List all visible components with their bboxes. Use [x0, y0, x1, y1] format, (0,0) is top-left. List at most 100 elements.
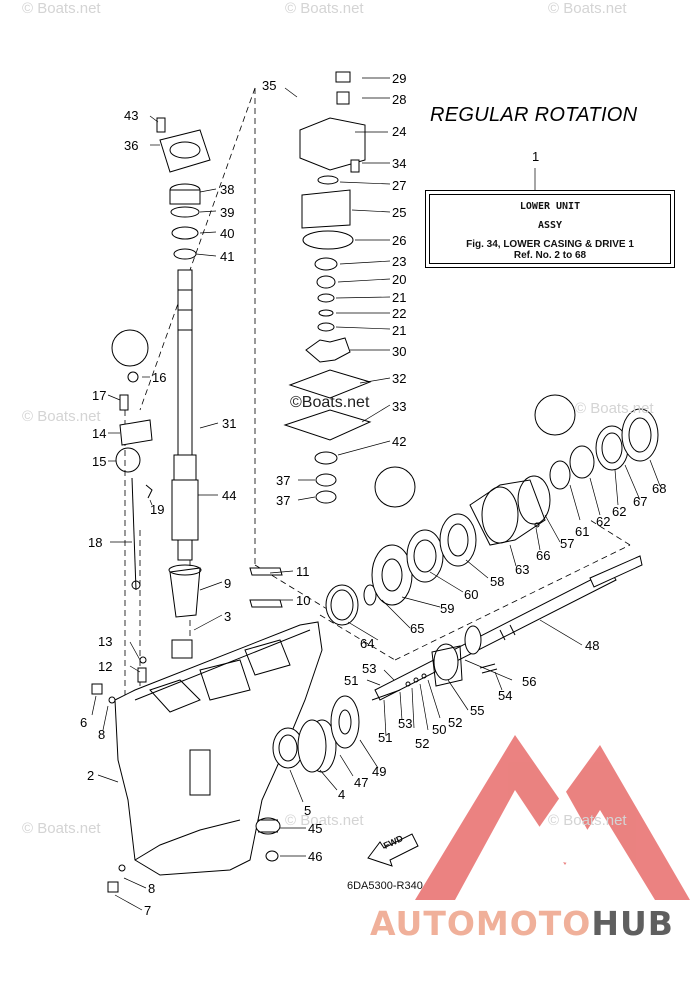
- part-label[interactable]: 40: [220, 226, 235, 241]
- part-label[interactable]: 50: [432, 722, 447, 737]
- part-label[interactable]: 5: [304, 803, 312, 818]
- part-label[interactable]: 46: [308, 849, 323, 864]
- shift-rod: [111, 329, 153, 591]
- part-label[interactable]: 23: [392, 254, 407, 269]
- part-label[interactable]: 33: [392, 399, 407, 414]
- part-label[interactable]: 31: [222, 416, 237, 431]
- brand-part-2: HUB: [591, 904, 674, 943]
- part-label[interactable]: 14: [92, 426, 107, 441]
- detail-circles: [374, 394, 576, 508]
- lower-casing: [114, 621, 323, 876]
- watermark: © Boats.net: [548, 812, 627, 829]
- part-label[interactable]: 12: [98, 659, 113, 674]
- part-label[interactable]: 58: [490, 574, 505, 589]
- part-label[interactable]: 16: [152, 370, 167, 385]
- pinion-gear: [255, 817, 281, 862]
- part-label[interactable]: 35: [262, 78, 277, 93]
- part-label[interactable]: 45: [308, 821, 323, 836]
- part-label[interactable]: 41: [220, 249, 235, 264]
- part-label[interactable]: 7: [144, 903, 152, 918]
- brand-logo-text: AUTOMOTOHUB: [370, 904, 674, 943]
- part-label[interactable]: 53: [398, 716, 413, 731]
- part-label[interactable]: 53: [362, 661, 377, 676]
- part-label[interactable]: 34: [392, 156, 407, 171]
- part-label[interactable]: 15: [92, 454, 107, 469]
- part-label[interactable]: 32: [392, 371, 407, 386]
- part-label[interactable]: 68: [652, 481, 667, 496]
- part-label[interactable]: 39: [220, 205, 235, 220]
- part-label[interactable]: 19: [150, 502, 165, 517]
- reverse-gear-assy: [325, 408, 659, 626]
- watermark: © Boats.net: [22, 820, 101, 837]
- ref-line-4: Ref. No. 2 to 68: [513, 250, 587, 261]
- part-label[interactable]: 8: [148, 881, 156, 896]
- part-label[interactable]: 43: [124, 108, 139, 123]
- clutch-parts: [371, 625, 498, 701]
- part-label[interactable]: 30: [392, 344, 407, 359]
- part-label[interactable]: 28: [392, 92, 407, 107]
- part-label[interactable]: 63: [515, 562, 530, 577]
- part-label[interactable]: 54: [498, 688, 513, 703]
- part-label[interactable]: 49: [372, 764, 387, 779]
- part-label[interactable]: 42: [392, 434, 407, 449]
- casing-fasteners: [91, 656, 147, 893]
- part-label[interactable]: 64: [360, 636, 375, 651]
- part-label[interactable]: 61: [575, 524, 590, 539]
- watermark: © Boats.net: [285, 0, 364, 17]
- part-label[interactable]: 59: [440, 601, 455, 616]
- part-label[interactable]: 44: [222, 488, 237, 503]
- forward-gear-assy: [272, 695, 360, 773]
- part-label[interactable]: 27: [392, 178, 407, 193]
- part-label[interactable]: 62: [612, 504, 627, 519]
- part-label[interactable]: 26: [392, 233, 407, 248]
- part-label[interactable]: 11: [296, 564, 310, 579]
- part-label[interactable]: 6: [80, 715, 88, 730]
- part-label[interactable]: 51: [378, 730, 393, 745]
- brand-part-1: AUTOMOTO: [370, 904, 592, 943]
- part-label[interactable]: 21: [392, 323, 407, 338]
- part-label[interactable]: 56: [522, 674, 537, 689]
- fwd-arrow-icon: [367, 833, 419, 867]
- part-label[interactable]: 48: [585, 638, 600, 653]
- leader-lines: [91, 77, 661, 911]
- part-label[interactable]: 62: [596, 514, 611, 529]
- part-label[interactable]: 37: [276, 493, 291, 508]
- ref-line-1: LOWER UNIT: [519, 201, 581, 212]
- part-label[interactable]: 3: [224, 609, 232, 624]
- part-label[interactable]: 36: [124, 138, 139, 153]
- part-label[interactable]: 29: [392, 71, 407, 86]
- part-label[interactable]: 17: [92, 388, 107, 403]
- part-label[interactable]: 60: [464, 587, 479, 602]
- part-label[interactable]: 65: [410, 621, 425, 636]
- part-label[interactable]: 57: [560, 536, 575, 551]
- diagram-title: REGULAR ROTATION: [430, 104, 638, 126]
- part-label[interactable]: 8: [98, 727, 106, 742]
- watermark: © Boats.net: [575, 400, 654, 417]
- part-label[interactable]: 25: [392, 205, 407, 220]
- part-label[interactable]: 52: [448, 715, 463, 730]
- part-label[interactable]: 22: [392, 306, 407, 321]
- part-label[interactable]: 66: [536, 548, 551, 563]
- watermark: © Boats.net: [22, 408, 101, 425]
- part-label[interactable]: 13: [98, 634, 113, 649]
- bushings: [168, 564, 283, 659]
- part-label[interactable]: 37: [276, 473, 291, 488]
- part-label[interactable]: 9: [224, 576, 232, 591]
- part-label[interactable]: 4: [338, 787, 346, 802]
- part-label[interactable]: 67: [633, 494, 648, 509]
- watermark: © Boats.net: [548, 0, 627, 17]
- part-label[interactable]: 38: [220, 182, 235, 197]
- part-label[interactable]: 18: [88, 535, 103, 550]
- part-label[interactable]: 20: [392, 272, 407, 287]
- part-label[interactable]: 24: [392, 124, 407, 139]
- part-label[interactable]: 47: [354, 775, 369, 790]
- part-label[interactable]: 1: [532, 149, 540, 164]
- part-label[interactable]: 21: [392, 290, 407, 305]
- part-label[interactable]: 10: [296, 593, 311, 608]
- top-cover-36: [156, 117, 211, 260]
- part-label[interactable]: 52: [415, 736, 430, 751]
- part-label[interactable]: 55: [470, 703, 485, 718]
- part-label[interactable]: 51: [344, 673, 359, 688]
- part-label[interactable]: 2: [87, 768, 95, 783]
- watermark: © Boats.net: [22, 0, 101, 17]
